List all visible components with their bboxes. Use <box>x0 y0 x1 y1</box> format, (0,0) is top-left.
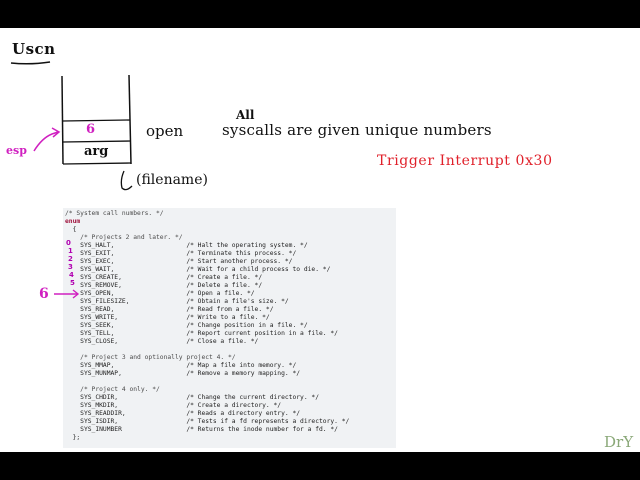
margin-mark-1: 1 <box>68 247 73 255</box>
code-line: SYS_CHDIR, /* Change the current directo… <box>65 394 320 401</box>
code-line: SYS_TELL, /* Report current position in … <box>65 330 338 337</box>
stack-arg-label: arg <box>84 144 109 159</box>
code-line: { <box>65 226 77 233</box>
code-line: SYS_SEEK, /* Change position in a file. … <box>65 322 308 329</box>
code-line: SYS_READ, /* Read from a file. */ <box>65 306 274 313</box>
title-underline <box>10 61 51 65</box>
filename-label: (filename) <box>136 172 208 188</box>
margin-mark-3: 3 <box>68 263 73 271</box>
code-line: SYS_MKDIR, /* Create a directory. */ <box>65 402 282 409</box>
stack-diagram <box>33 74 133 191</box>
code-line: SYS_MUNMAP, /* Remove a memory mapping. … <box>65 370 301 377</box>
code-line: SYS_OPEN, /* Open a file. */ <box>65 290 255 297</box>
trigger-note: Trigger Interrupt 0x30 <box>377 153 553 169</box>
code-line: /* Projects 2 and later. */ <box>65 234 183 241</box>
code-line: SYS_FILESIZE, /* Obtain a file's size. *… <box>65 298 289 305</box>
code-listing: /* System call numbers. */enum { /* Proj… <box>63 208 396 448</box>
margin-mark-0: 0 <box>66 239 71 247</box>
code-line: /* Project 3 and optionally project 4. *… <box>65 354 236 361</box>
code-line: SYS_MMAP, /* Map a file into memory. */ <box>65 362 297 369</box>
code-line: SYS_REMOVE, /* Delete a file. */ <box>65 282 263 289</box>
code-line: SYS_INUMBER /* Returns the inode number … <box>65 426 338 433</box>
syscalls-note: syscalls are given unique numbers <box>222 121 492 139</box>
code-line: SYS_READDIR, /* Reads a directory entry.… <box>65 410 301 417</box>
code-line: }; <box>65 434 81 441</box>
code-line: /* Project 4 only. */ <box>65 386 160 393</box>
code-line: SYS_EXEC, /* Start another process. */ <box>65 258 293 265</box>
notes-title: Uscn <box>12 40 56 58</box>
code-line: /* System call numbers. */ <box>65 210 164 217</box>
margin-mark-5: 5 <box>70 279 75 287</box>
code-line: SYS_HALT, /* Halt the operating system. … <box>65 242 308 249</box>
brand-logo: DrY <box>604 433 634 451</box>
code-line: SYS_CLOSE, /* Close a file. */ <box>65 338 259 345</box>
margin-mark-2: 2 <box>68 255 73 263</box>
open-number-note: 6 <box>39 286 49 302</box>
code-line: SYS_ISDIR, /* Tests if a fd represents a… <box>65 418 350 425</box>
stack-slot-value: 6 <box>86 122 96 137</box>
slide-canvas: Uscn 6 open arg esp (filename) All sysca… <box>0 28 640 452</box>
code-line: SYS_CREATE, /* Create a file. */ <box>65 274 263 281</box>
esp-label: esp <box>6 144 27 157</box>
code-line: enum <box>65 218 81 225</box>
open-arrow <box>54 289 80 299</box>
code-line: SYS_WRITE, /* Write to a file. */ <box>65 314 270 321</box>
stack-slot-label: open <box>146 122 184 140</box>
code-line: SYS_EXIT, /* Terminate this process. */ <box>65 250 297 257</box>
code-line: SYS_WAIT, /* Wait for a child process to… <box>65 266 331 273</box>
all-label: All <box>236 108 255 122</box>
margin-mark-4: 4 <box>69 271 74 279</box>
